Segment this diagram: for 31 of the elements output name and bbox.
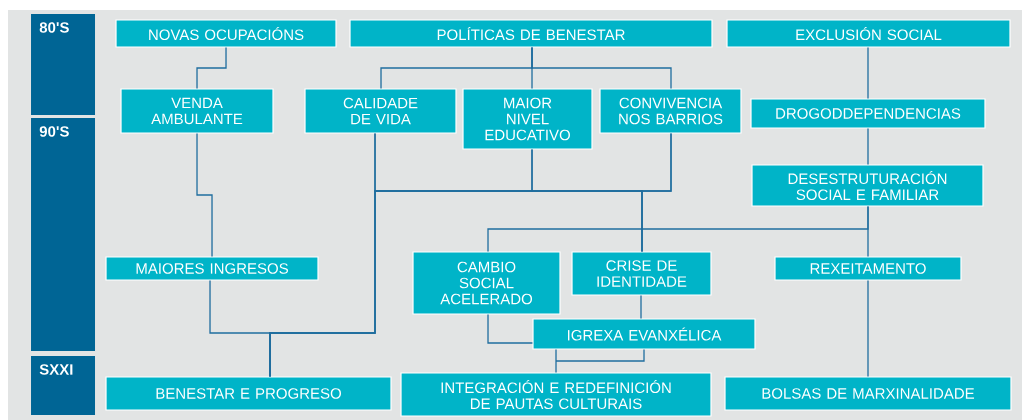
concept-box: BENESTAR E PROGRESO [105,376,392,411]
concept-box: CRISE DE IDENTIDADE [571,251,712,296]
connector-line [867,46,869,100]
connector-line [867,127,869,166]
concept-box: BOLSAS DE MARXINALIDADE [724,376,1012,411]
connector-line [196,132,213,258]
concept-box: POLÍTICAS DE BENESTAR [349,19,713,48]
period-band: 90'S [31,118,95,351]
concept-box: MAIORES INGRESOS [105,256,319,281]
concept-box: CALIDADE DE VIDA [304,88,457,134]
connector-line [867,279,869,378]
concept-box: CAMBIO SOCIAL ACELERADO [412,251,561,315]
period-band: SXXI [31,356,95,415]
connector-line [487,313,534,344]
connector-line [640,294,642,320]
connector-line [531,46,672,90]
concept-box: IGREXA EVANXÉLICA [532,318,756,350]
concept-box: MAIOR NIVEL EDUCATIVO [462,88,593,150]
concept-box: INTEGRACIÓN E REDEFINICIÓN DE PAUTAS CULTURAIS [400,372,712,417]
connector-line [555,348,645,374]
concept-box: REXEITAMENTO [774,256,962,281]
connector-line [269,132,672,378]
concept-box: EXCLUSIÓN SOCIAL [726,19,1011,48]
connector-line [196,46,227,90]
connector-line [487,205,869,253]
concept-box: DROGODDEPENDENCIAS [750,98,986,129]
concept-box: NOVAS OCUPACIÓNS [115,19,337,48]
concept-box: CONVIVENCIA NOS BARRIOS [599,88,742,134]
period-band: 80'S [31,14,95,115]
concept-box: VENDA AMBULANTE [120,88,274,134]
concept-box: DESESTRUTURACIÓN SOCIAL E FAMILIAR [751,164,984,207]
